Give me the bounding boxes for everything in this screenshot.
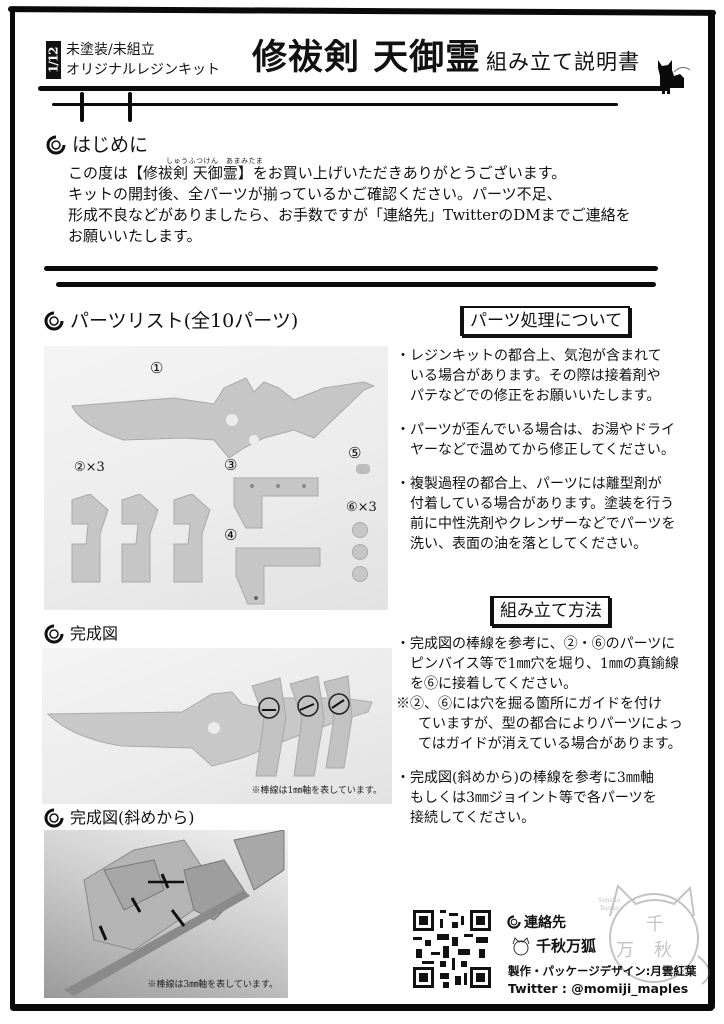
note-line: 洗い、表面の油を落としてください。 (410, 536, 648, 552)
part-4-image (235, 547, 321, 605)
completed-angle-sword-image (64, 830, 285, 996)
header-post-1 (80, 92, 84, 122)
section-rule-2 (56, 282, 656, 287)
part-5-image (356, 464, 370, 474)
note-line: 前に中性洗剤やクレンザーなどでパーツを (410, 516, 676, 532)
part-label-6: ⑥×3 (346, 500, 377, 515)
assembly-notes: ・完成図の棒線を参考に、②・⑥のパーツに ピンバイス等で1㎜穴を堀り、1㎜の真鍮… (396, 634, 712, 828)
completed-angle-heading-text: 完成図(斜めから) (70, 808, 195, 827)
kit-subtitle: 未塗装/未組立 オリジナルレジンキット (66, 40, 220, 80)
intro-line: 形成不良などがありましたら、お手数ですが「連絡先」TwitterのDMまでご連絡… (68, 206, 631, 224)
part-label-5: ⑤ (348, 444, 362, 462)
intro-heading: はじめに (46, 133, 148, 157)
title-ruby: しゅうふつけん あまみたま (166, 157, 264, 165)
note-line: 付着している場合があります。塗装を行う (410, 496, 675, 512)
completed-caption: ※棒線は1㎜軸を表しています。 (251, 786, 382, 796)
fox-logo-icon (512, 936, 530, 955)
part-6-image (352, 566, 368, 582)
part-3-image (233, 477, 319, 529)
designer-credit: 製作・パッケージデザイン:月雲紅葉 (508, 964, 697, 978)
part-1-sword-image (71, 377, 376, 458)
part-label-3: ③ (224, 456, 238, 474)
brand: 千秋万狐 (510, 935, 596, 956)
contact-heading-text: 連絡先 (524, 915, 566, 931)
scale-badge: 1/12 (46, 41, 61, 79)
svg-text:万: 万 (616, 940, 634, 961)
note-line: ・レジンキットの都合上、気泡が含まれて (396, 348, 662, 364)
step-line: もしくは3㎜ジョイント等で各パーツを (410, 790, 657, 806)
intro-body: この度は【修祓剣 天御霊】をお買い上げいただきありがとうございます。 キットの開… (68, 163, 708, 247)
step-line: ・完成図の棒線を参考に、②・⑥のパーツに (396, 636, 676, 652)
part-2-image (121, 494, 159, 583)
swirl-bullet-icon (44, 808, 64, 828)
credits: 製作・パッケージデザイン:月雲紅葉 Twitter : @momiji_mapl… (508, 963, 696, 997)
header-post-2 (128, 92, 132, 122)
frame-bottom (10, 1004, 714, 1011)
intro-line: キットの開封後、全パーツが揃っているかご確認ください。パーツ不足、 (68, 185, 562, 203)
part-6-image (352, 544, 368, 560)
svg-text:Banko: Banko (600, 905, 619, 912)
intro-heading-text: はじめに (72, 134, 149, 156)
header-rule-2 (52, 103, 618, 106)
svg-text:千: 千 (646, 914, 664, 935)
parts-list-heading: パーツリスト(全10パーツ) (44, 309, 298, 333)
part-2-image (173, 494, 211, 583)
header-rule-1 (38, 86, 670, 91)
page-title: 修祓剣 天御霊 (252, 37, 482, 78)
doc-type-label: 組み立て説明書 (486, 50, 640, 74)
brand-name: 千秋万狐 (536, 937, 597, 955)
completed-angle-heading: 完成図(斜めから) (44, 806, 195, 830)
part-6-image (352, 522, 368, 538)
fox-watermark-icon: 千 秋 万 Senshu Banko (598, 884, 710, 985)
parts-handling-title: パーツ処理について (460, 306, 631, 336)
note-line: パテなどでの修正をお願いいたします。 (410, 388, 661, 404)
note-line: ・複製過程の都合上、パーツには離型剤が (396, 476, 662, 492)
part-2-image (71, 494, 109, 583)
completed-sword-image (46, 675, 373, 777)
qr-code[interactable] (413, 910, 491, 988)
swirl-bullet-icon (507, 915, 521, 929)
completed-heading: 完成図 (44, 622, 118, 646)
part-label-1: ① (150, 359, 164, 377)
completed-heading-text: 完成図 (70, 624, 119, 643)
step-line: 接続してください。 (410, 810, 536, 826)
kit-subtitle-line1: 未塗装/未組立 (66, 42, 155, 58)
step-note-line: てはガイドが消えている場合があります。 (418, 736, 682, 752)
twitter-handle[interactable]: Twitter : @momiji_maples (508, 981, 689, 996)
completed-photo: ※棒線は1㎜軸を表しています。 (42, 648, 392, 804)
note-line: ヤーなどで温めてから修正してください。 (410, 442, 675, 458)
parts-handling-notes: ・レジンキットの都合上、気泡が含まれて いる場合があります。その際は接着剤や パ… (396, 346, 712, 554)
intro-line: お願いいたします。 (68, 227, 202, 245)
step-line: ・完成図(斜めから)の棒線を参考に3㎜軸 (396, 770, 654, 786)
assembly-title: 組み立て方法 (490, 596, 610, 626)
frame-left (10, 10, 15, 1010)
step-note-line: ていますが、型の都合によりパーツによっ (418, 716, 683, 732)
step-note-line: ※②、⑥には穴を掘る箇所にガイドを付け (396, 696, 662, 712)
cat-silhouette-icon (658, 60, 691, 94)
swirl-bullet-icon (44, 311, 64, 331)
swirl-bullet-icon (44, 624, 64, 644)
note-line: ・パーツが歪んでいる場合は、お湯やドライ (396, 422, 676, 438)
part-label-4: ④ (224, 526, 238, 544)
swirl-bullet-icon (46, 135, 66, 155)
frame-top (7, 6, 717, 16)
parts-list-photo: ① ②×3 ③ ④ ⑤ ⑥×3 (44, 346, 388, 610)
kit-subtitle-line2: オリジナルレジンキット (66, 62, 220, 78)
parts-list-heading-text: パーツリスト(全10パーツ) (70, 310, 299, 332)
step-line: を⑥に接着してください。 (410, 676, 578, 692)
section-rule-1 (44, 266, 658, 271)
frame-right (708, 10, 715, 1010)
completed-angle-photo: ※棒線は3㎜軸を表しています。 (44, 830, 288, 998)
svg-text:Senshu: Senshu (598, 897, 620, 904)
note-line: いる場合があります。その際は接着剤や (410, 368, 661, 384)
contact-heading: 連絡先 (507, 912, 566, 932)
completed-angle-caption: ※棒線は3㎜軸を表しています。 (147, 980, 278, 990)
intro-line: この度は【修祓剣 天御霊】をお買い上げいただきありがとうございます。 (68, 164, 567, 182)
svg-text:秋: 秋 (654, 940, 672, 961)
part-label-2: ②×3 (74, 460, 105, 475)
step-line: ピンバイス等で1㎜穴を堀り、1㎜の真鍮線 (410, 656, 679, 672)
